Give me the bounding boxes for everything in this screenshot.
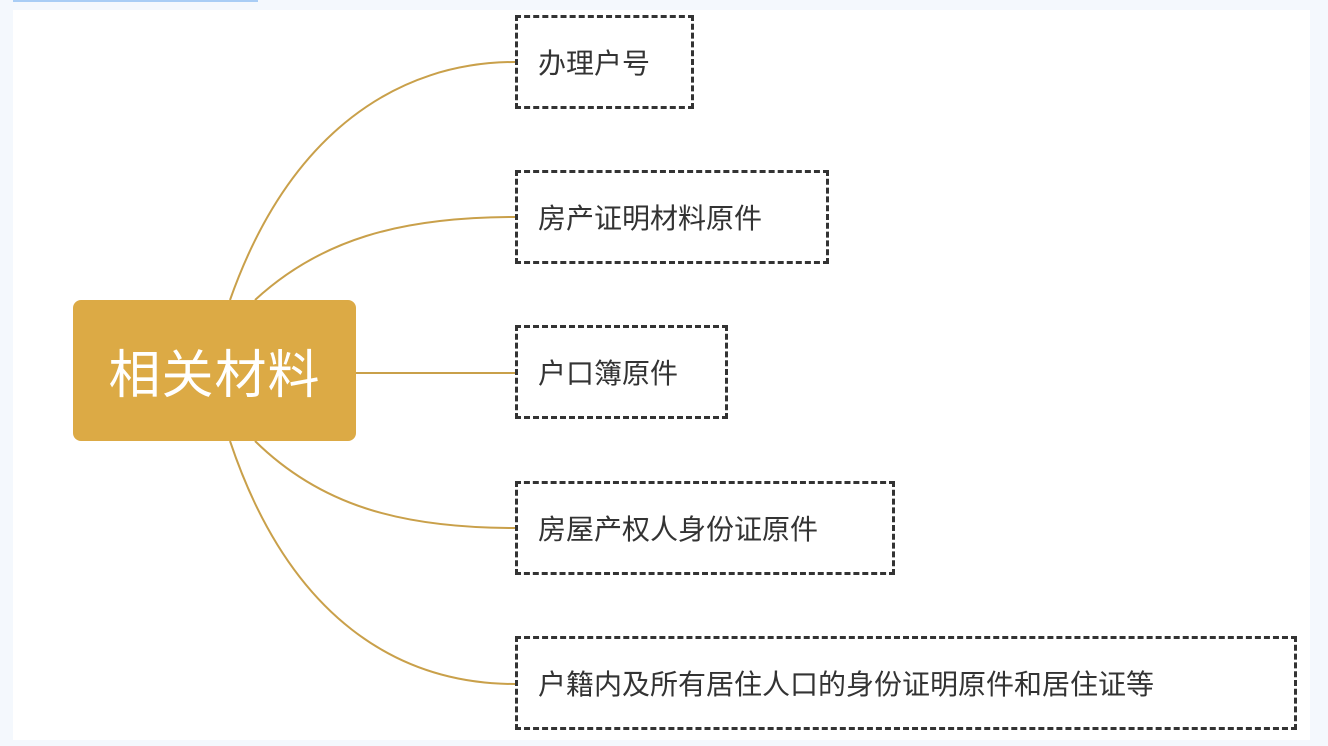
child-node-4[interactable]: 房屋产权人身份证原件 bbox=[515, 481, 895, 575]
top-accent-bar bbox=[13, 0, 258, 2]
link-5 bbox=[229, 440, 516, 685]
child-node-1[interactable]: 办理户号 bbox=[515, 15, 694, 109]
link-2 bbox=[254, 216, 516, 301]
link-1 bbox=[229, 61, 516, 301]
child-node-5[interactable]: 户籍内及所有居住人口的身份证明原件和居住证等 bbox=[515, 636, 1297, 730]
root-node[interactable]: 相关材料 bbox=[73, 300, 356, 441]
child-node-2[interactable]: 房产证明材料原件 bbox=[515, 170, 829, 264]
link-4 bbox=[254, 440, 516, 529]
child-node-3[interactable]: 户口簿原件 bbox=[515, 325, 728, 419]
